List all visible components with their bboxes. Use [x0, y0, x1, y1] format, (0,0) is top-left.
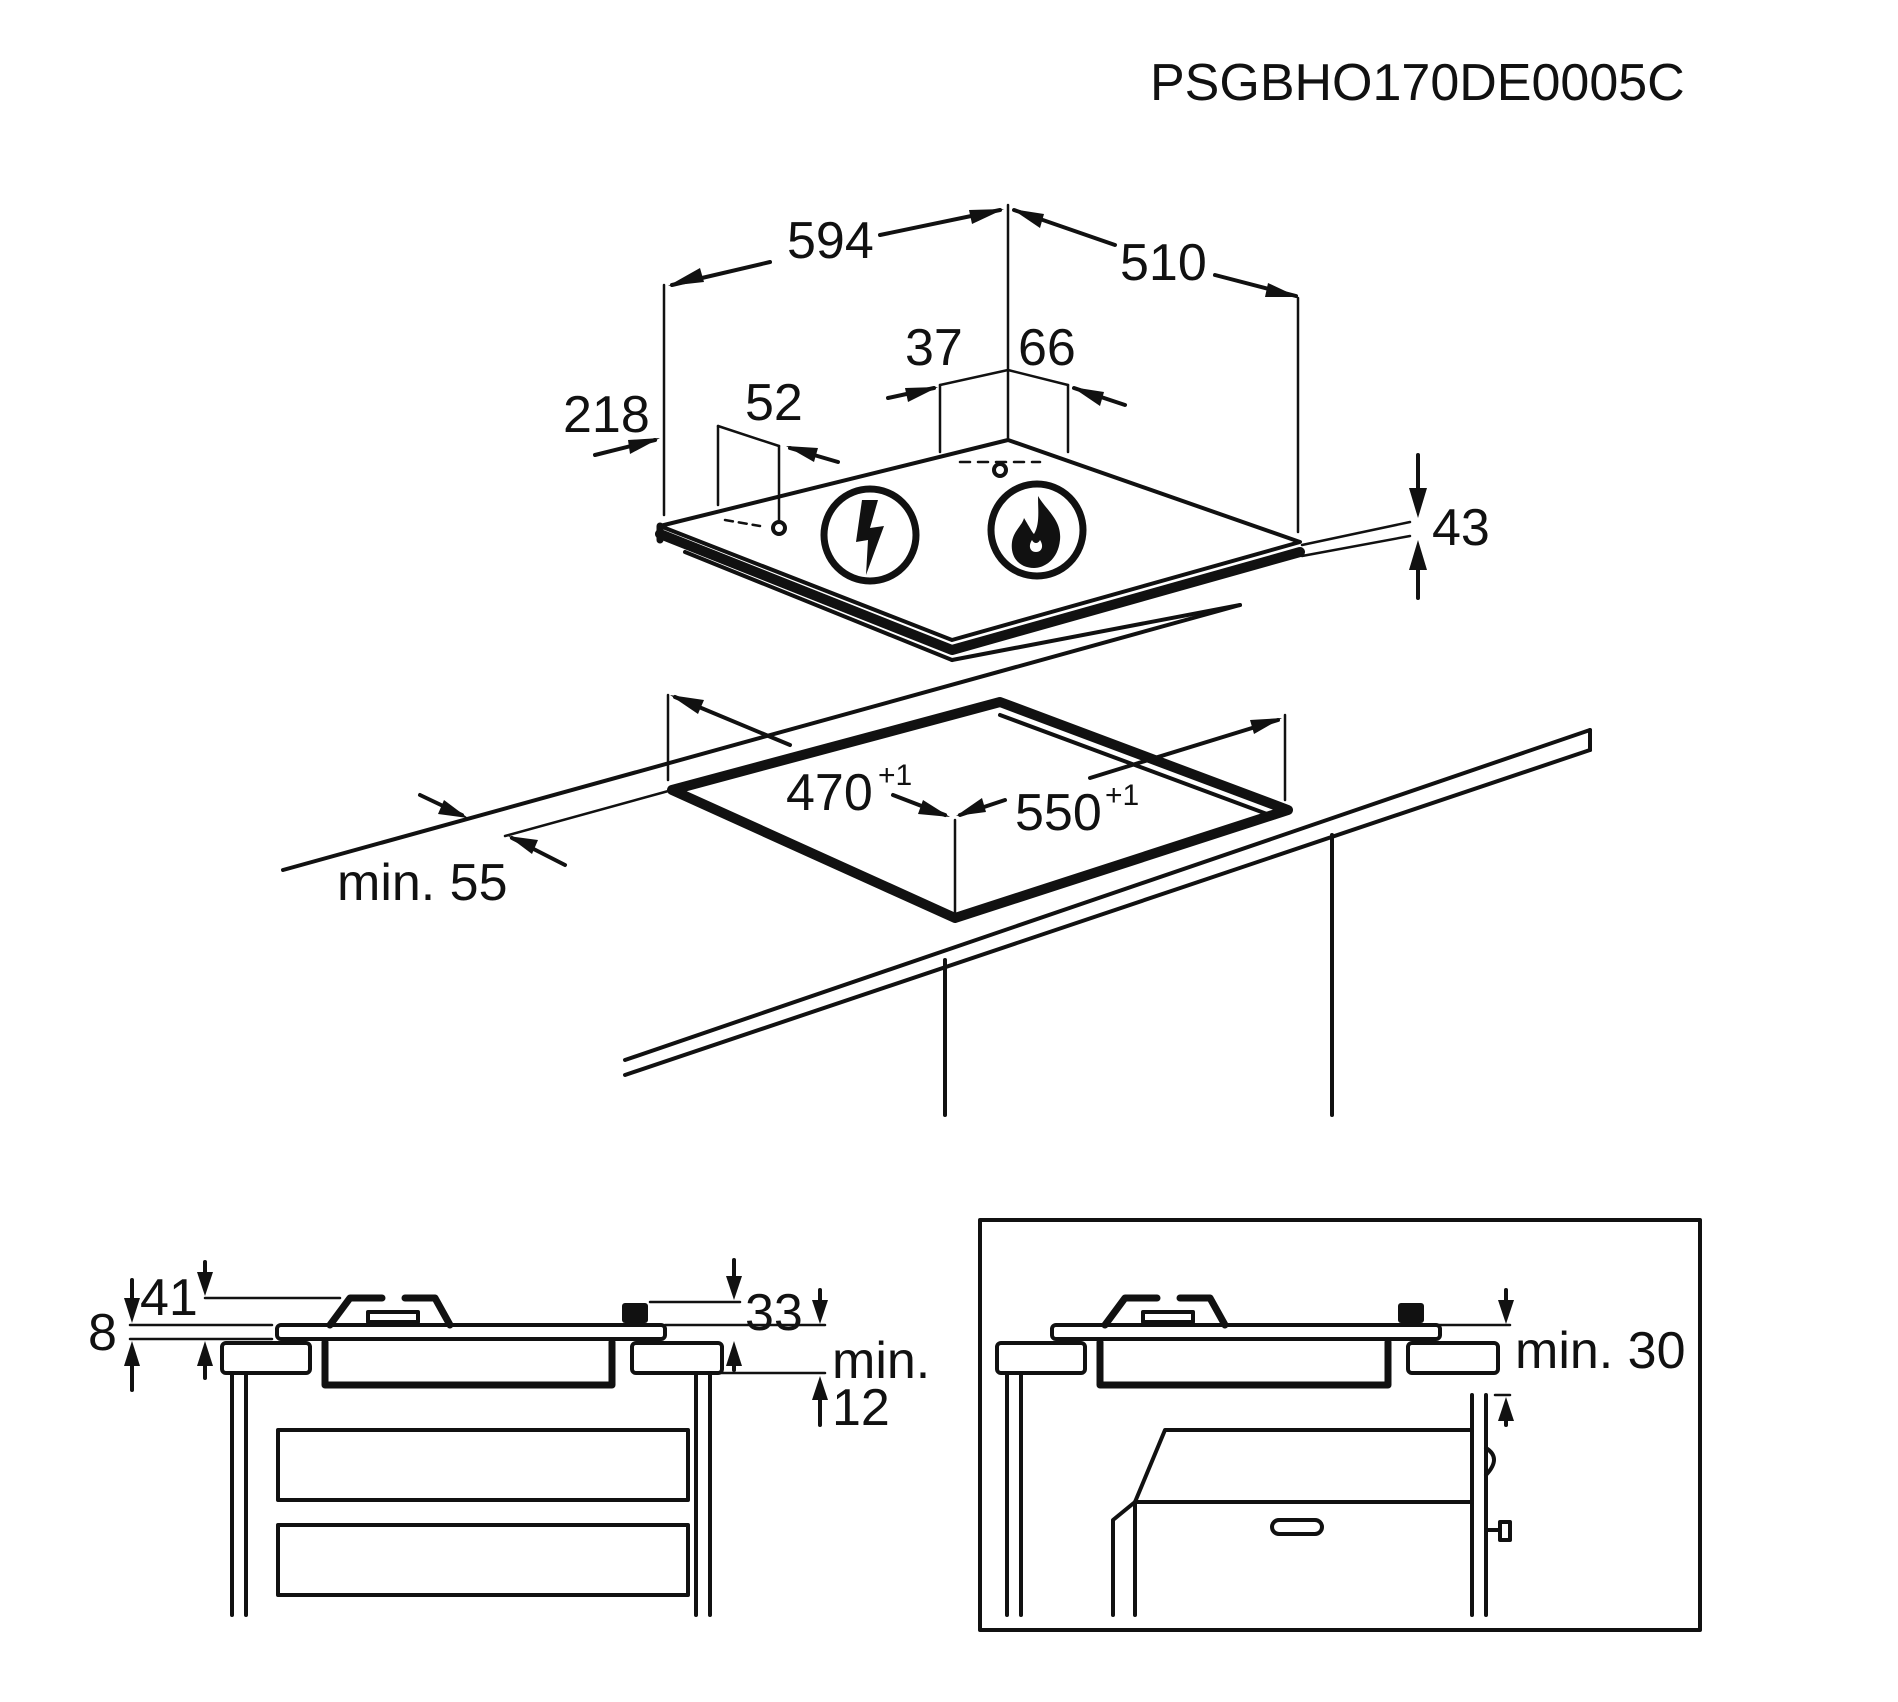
- oven-handle: [1270, 1518, 1324, 1536]
- min-12-value: 12: [832, 1379, 890, 1437]
- oven-pan-support-left: [1101, 1294, 1161, 1329]
- hob-front-edge: [655, 529, 1305, 655]
- arrow-41-up: [197, 1341, 213, 1366]
- cutout-width-label: 550: [1015, 784, 1102, 842]
- arrow-66: [1072, 387, 1104, 406]
- oven-frame: [978, 1218, 1702, 1632]
- arrow-33b-down: [812, 1300, 828, 1324]
- hob-top-plate: [658, 438, 1302, 642]
- ext-43-top: [1300, 520, 1412, 547]
- worktop-right: [630, 1341, 724, 1375]
- dim-8-label: 8: [88, 1304, 117, 1362]
- min-30-label: min. 30: [1515, 1322, 1686, 1380]
- oven-burner-cap: [1141, 1310, 1195, 1324]
- oven-pan-support-right: [1176, 1294, 1229, 1329]
- connection-dash: [723, 518, 762, 528]
- side-view-oven: min. 30: [978, 1218, 1702, 1632]
- ext-min55: [503, 788, 674, 838]
- oven-hob-body: [1096, 1338, 1392, 1389]
- arrow-min55-upper: [438, 800, 468, 818]
- cutout-width-tolerance: +1: [1105, 779, 1139, 812]
- dim-33-label: 33: [745, 1284, 803, 1342]
- countertop-front-edge-bottom: [623, 748, 1592, 1077]
- arrow-min55-lower: [508, 836, 538, 854]
- oven-knob-side: [1484, 1446, 1496, 1477]
- min-label: min.: [832, 1332, 930, 1390]
- oven-front-left: [1111, 1500, 1137, 1617]
- worktop-left: [220, 1341, 312, 1375]
- oven-worktop-left: [995, 1341, 1087, 1375]
- edge-min-label: min. 55: [337, 854, 508, 912]
- arrow-12-up: [812, 1376, 828, 1400]
- arrow-510-right: [1265, 283, 1298, 297]
- arrow-550-left: [956, 798, 986, 816]
- ext-37-link: [938, 368, 1010, 387]
- oven-top: [1133, 1428, 1474, 1504]
- arrow-30-down: [1498, 1300, 1514, 1324]
- ext-218-52-link: [716, 424, 781, 448]
- arrow-510-left: [1012, 209, 1044, 228]
- arrow-8-up: [124, 1341, 140, 1366]
- cutout-depth-label: 470: [786, 764, 873, 822]
- dim-218-label: 218: [563, 386, 650, 444]
- arrow-43-up: [1409, 540, 1427, 570]
- arrow-37: [905, 387, 938, 402]
- side-view-drawers: 8 41 33 min. 12: [88, 1258, 930, 1617]
- pan-support-right: [401, 1294, 454, 1329]
- dim-width-label: 594: [787, 212, 874, 270]
- document-code: PSGBHO170DE0005C: [1150, 54, 1685, 112]
- hob-perspective: 594 510 218 52 37 66 43: [563, 203, 1490, 662]
- arrow-8-down: [124, 1298, 140, 1323]
- burner-cap: [366, 1310, 420, 1324]
- arrow-41-down: [197, 1272, 213, 1296]
- hob-body-side: [321, 1338, 616, 1389]
- cutout-inner-edge: [998, 713, 1277, 819]
- arrow-30-up: [1498, 1397, 1514, 1421]
- dim-66-label: 66: [1018, 319, 1076, 377]
- countertop-front-edge-top: [623, 728, 1592, 1062]
- oven-control-knob: [1398, 1303, 1424, 1323]
- cutout-depth-tolerance: +1: [878, 759, 912, 792]
- countertop-cutout: 470 +1 550 +1 min. 55: [281, 603, 1592, 1117]
- hob-plate-side: [275, 1323, 667, 1341]
- drawer-upper: [276, 1428, 690, 1502]
- dim-41-label: 41: [140, 1269, 198, 1327]
- dim-37-label: 37: [905, 319, 963, 377]
- arrow-594-left: [668, 268, 704, 286]
- ext-43-bottom: [1300, 534, 1412, 558]
- hob-underside-line-right: [950, 603, 1242, 662]
- gas-flame-icon: [987, 480, 1087, 580]
- arrow-33-down: [726, 1276, 742, 1300]
- gas-connection-point: [992, 462, 1008, 478]
- dim-52-label: 52: [745, 374, 803, 432]
- arrow-550-right: [1250, 718, 1282, 734]
- arrow-470-back: [670, 695, 704, 714]
- hob-underside-line: [683, 550, 954, 662]
- ext-66-link: [1006, 368, 1070, 387]
- electric-bolt-icon: [820, 485, 920, 585]
- dim-550-line: [1088, 718, 1280, 780]
- arrow-218: [628, 438, 660, 454]
- dim-height-label: 43: [1432, 499, 1490, 557]
- oven-worktop-right: [1406, 1341, 1500, 1375]
- drawer-lower: [276, 1523, 690, 1597]
- oven-side-knob: [1498, 1520, 1512, 1542]
- dim-depth-label: 510: [1120, 234, 1207, 292]
- arrow-43-down: [1409, 488, 1427, 518]
- pan-support-left: [326, 1294, 386, 1329]
- arrow-52: [786, 446, 818, 462]
- countertop-back-edge: [281, 603, 1242, 872]
- arrow-470-front: [918, 800, 950, 817]
- arrow-33-up: [726, 1341, 742, 1366]
- arrow-594-right: [969, 209, 1004, 224]
- control-knob: [622, 1303, 648, 1323]
- cutout-outline: [667, 697, 1293, 923]
- electric-connection-point: [771, 520, 787, 536]
- oven-hob-plate: [1050, 1323, 1442, 1341]
